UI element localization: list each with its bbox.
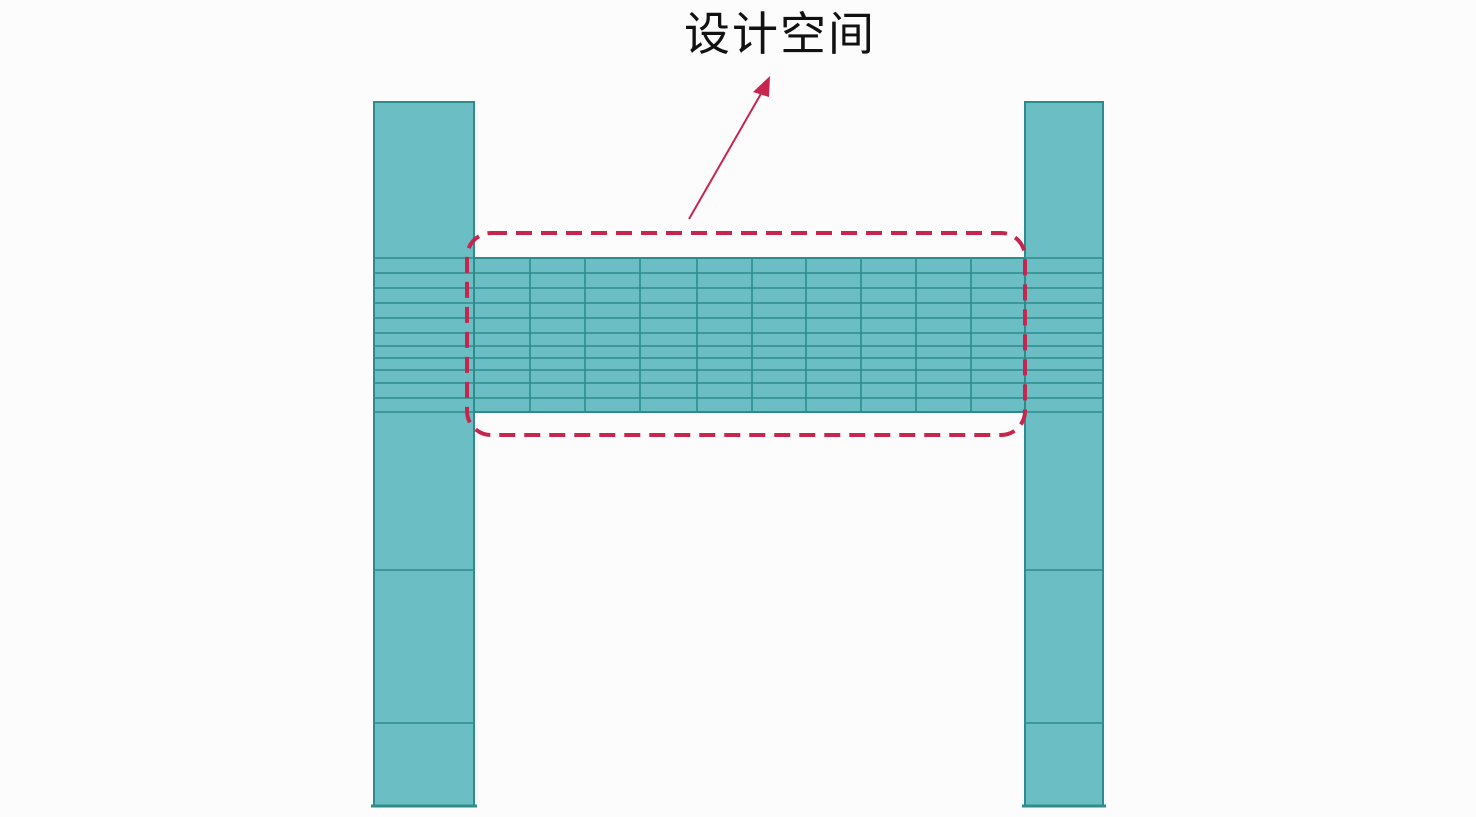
column-body — [373, 101, 475, 807]
beam-body — [473, 257, 1026, 413]
right-column — [1022, 101, 1106, 808]
left-column — [371, 101, 477, 808]
annotation-arrow-head — [753, 76, 770, 97]
design-space-highlight — [465, 231, 1027, 437]
column-body — [1024, 101, 1104, 807]
design-space-label: 设计空间 — [684, 7, 876, 61]
design-space-beam — [473, 257, 1026, 413]
annotation-arrow-line — [688, 91, 763, 220]
